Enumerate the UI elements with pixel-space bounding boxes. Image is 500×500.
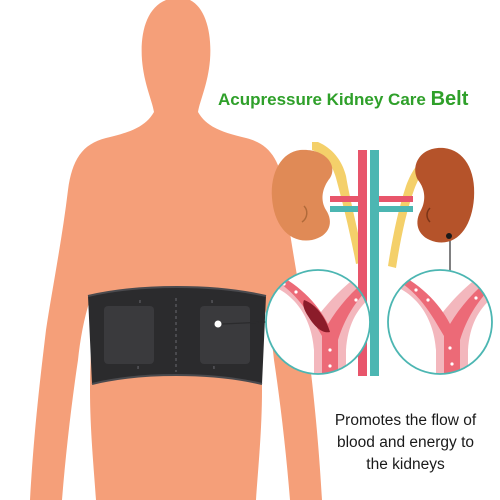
caption-line-3: the kidneys	[366, 456, 445, 473]
product-title: Acupressure Kidney Care Belt	[218, 88, 498, 111]
left-kidney-icon	[271, 149, 333, 241]
title-main: Acupressure Kidney Care	[218, 90, 426, 109]
blocked-vessel-icon	[265, 269, 371, 375]
caption-line-2: blood and energy to	[336, 434, 475, 451]
right-kidney-icon	[415, 147, 475, 243]
title-emphasis: Belt	[430, 88, 469, 110]
human-body-silhouette	[30, 0, 322, 500]
connector-lines	[221, 236, 451, 325]
clear-vessel-icon	[387, 269, 493, 375]
back-belt	[87, 286, 267, 385]
caption-line-1: Promotes the flow of	[334, 412, 477, 429]
benefit-caption: Promotes the flow of blood and energy to…	[318, 410, 493, 476]
kidney-diagram	[271, 142, 475, 376]
